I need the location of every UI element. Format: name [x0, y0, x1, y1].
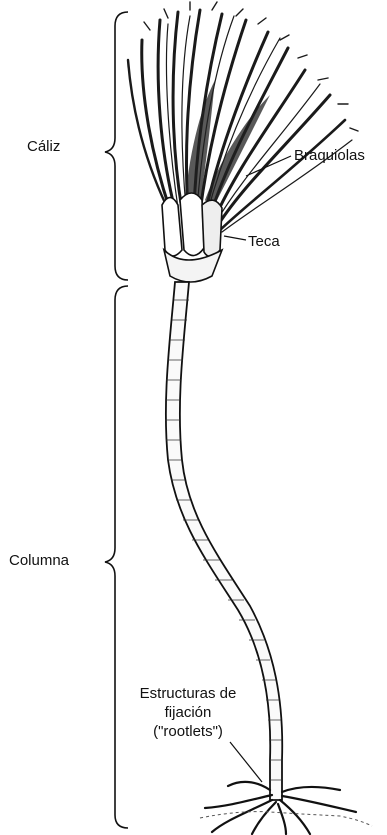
crown-arms [128, 2, 358, 232]
columna-bracket [105, 286, 128, 828]
fijacion-label: Estructuras de fijación ("rootlets") [118, 684, 258, 741]
fijacion-pointer [230, 742, 262, 782]
fijacion-label-line3: ("rootlets") [118, 722, 258, 741]
caliz-label: Cáliz [27, 138, 60, 156]
caliz-bracket [105, 12, 128, 280]
columna-label: Columna [9, 552, 69, 570]
fijacion-label-line1: Estructuras de [118, 684, 258, 703]
theca [162, 193, 222, 282]
fijacion-label-line2: fijación [118, 703, 258, 722]
teca-label: Teca [248, 233, 280, 251]
braquiolas-label: Braquiolas [294, 147, 365, 165]
teca-pointer [224, 236, 246, 240]
